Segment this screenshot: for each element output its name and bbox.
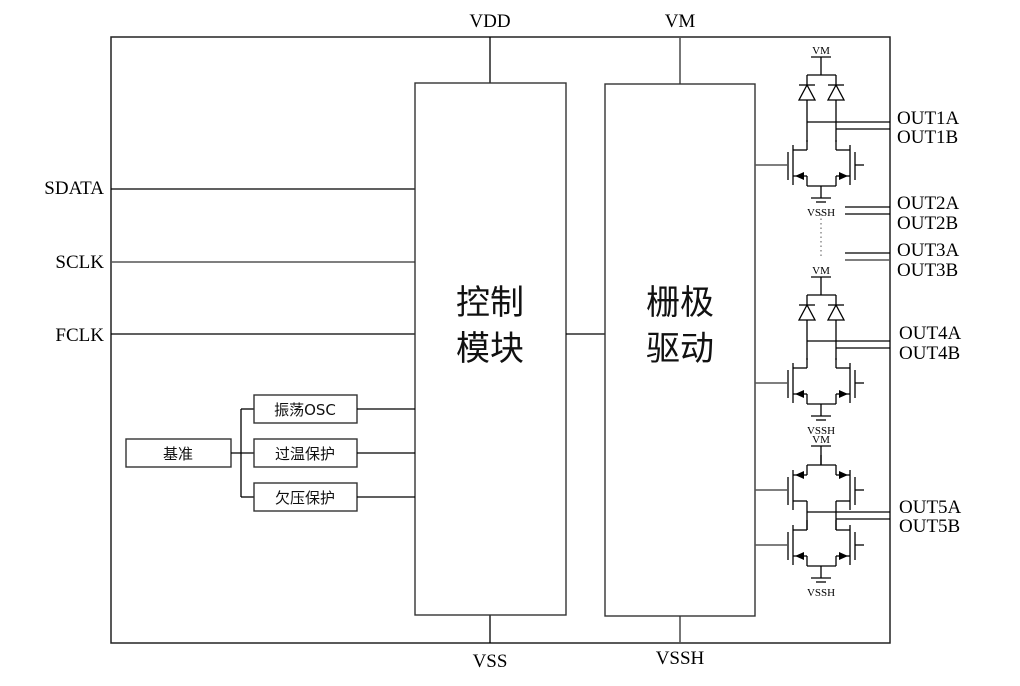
output-label: OUT5B xyxy=(899,516,960,537)
chip-frame xyxy=(110,36,891,644)
output-label: OUT2B xyxy=(897,213,958,234)
vm-supply-label: VM xyxy=(812,434,830,446)
input-sclk-label: SCLK xyxy=(55,252,104,273)
diode-icon xyxy=(826,303,846,321)
output-label: OUT4B xyxy=(899,343,960,364)
over-temp-block xyxy=(253,438,358,468)
pin-vm-label: VM xyxy=(665,11,696,32)
pin-vss-label: VSS xyxy=(473,651,508,672)
vm-supply-label: VM xyxy=(812,45,830,57)
arrow-icon xyxy=(839,172,848,180)
undervoltage-label: 欠压保护 xyxy=(275,489,335,507)
arrow-icon xyxy=(795,390,804,398)
gate-driver-block xyxy=(604,83,756,617)
control-module-label-1: 控制 xyxy=(456,283,524,323)
pin-vdd-label: VDD xyxy=(469,11,510,32)
arrow-icon xyxy=(839,390,848,398)
arrow-icon xyxy=(839,471,848,479)
arrow-icon xyxy=(839,552,848,560)
undervoltage-block xyxy=(253,482,358,512)
reference-label: 基准 xyxy=(163,445,193,463)
output-label: OUT1A xyxy=(897,108,960,129)
vm-supply-label: VM xyxy=(812,265,830,277)
output-label: OUT3A xyxy=(897,240,960,261)
input-fclk-label: FCLK xyxy=(55,325,104,346)
diode-icon xyxy=(826,83,846,101)
arrow-icon xyxy=(795,172,804,180)
vssh-ground-label: VSSH xyxy=(807,425,835,437)
output-label: OUT5A xyxy=(899,497,962,518)
oscillator-block xyxy=(253,394,358,424)
output-label: OUT1B xyxy=(897,127,958,148)
control-module-block xyxy=(414,82,567,616)
gate-driver-label-1: 栅极 xyxy=(646,283,714,323)
input-sdata-label: SDATA xyxy=(44,178,104,199)
diode-icon xyxy=(797,83,817,101)
gate-driver-label-2: 驱动 xyxy=(646,329,714,369)
pin-vssh-label: VSSH xyxy=(656,648,705,669)
vssh-ground-label: VSSH xyxy=(807,207,835,219)
arrow-icon xyxy=(795,552,804,560)
oscillator-label: 振荡OSC xyxy=(274,401,336,419)
arrow-icon xyxy=(795,471,804,479)
output-label: OUT2A xyxy=(897,193,960,214)
vssh-ground-label: VSSH xyxy=(807,587,835,599)
diode-icon xyxy=(797,303,817,321)
over-temp-label: 过温保护 xyxy=(275,445,335,463)
output-label: OUT4A xyxy=(899,323,962,344)
output-label: OUT3B xyxy=(897,260,958,281)
control-module-label-2: 模块 xyxy=(456,329,524,369)
